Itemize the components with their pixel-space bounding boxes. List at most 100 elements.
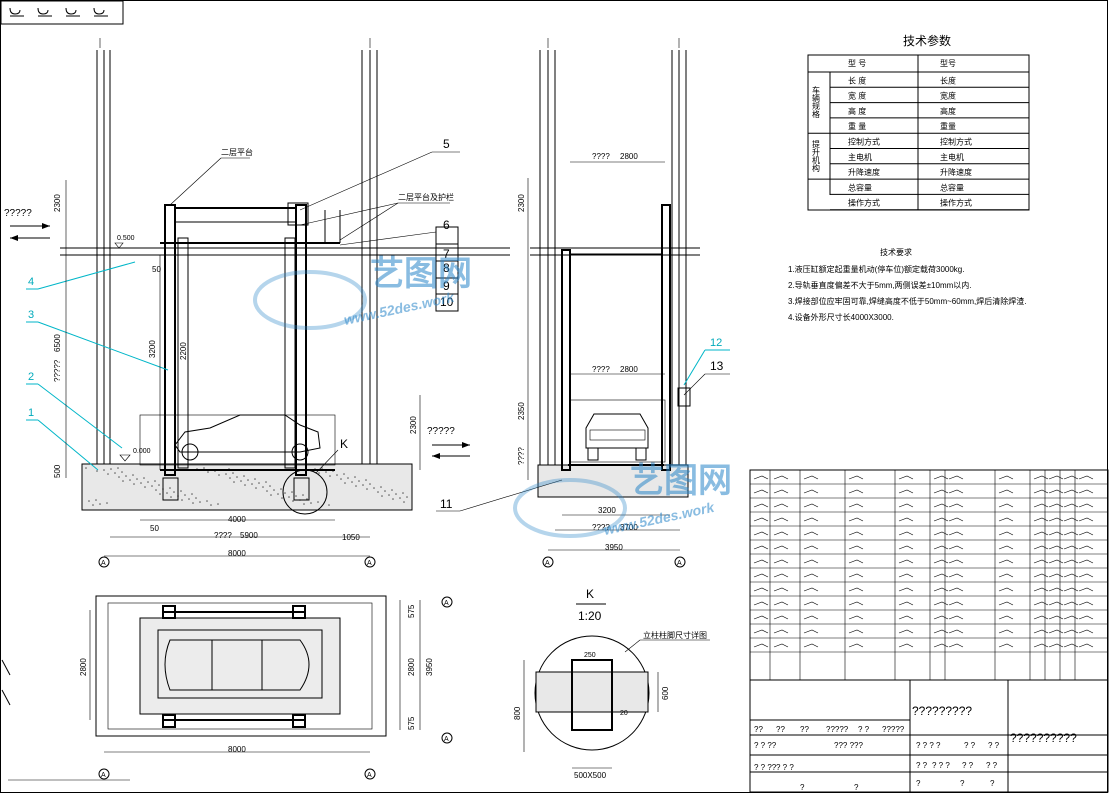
callout-1: 1 (28, 407, 34, 419)
dim-500: 500 (53, 464, 62, 478)
title-block-cell: ? ? (986, 761, 998, 770)
tech-row-label: 长 度 (848, 75, 866, 85)
detail-label: 立柱柱脚尺寸详图 (643, 630, 707, 640)
notes: 技术要求 1.液压缸额定起重量机动(停车位)额定载荷3000kg. 2.导轨垂直… (788, 247, 1026, 322)
dim-5900: 5900 (240, 531, 258, 540)
tech-row-label: 总容量 (848, 182, 872, 192)
dim-8000: 8000 (228, 549, 246, 558)
side-q3700: ???? (592, 523, 610, 532)
tech-header-0: 型 号 (848, 59, 866, 68)
tech-row-value: 总容量 (940, 182, 964, 192)
dim-50-top: 50 (152, 265, 161, 274)
svg-text:A: A (101, 560, 106, 567)
title-block-cell: ? ? (916, 761, 928, 770)
detail-d20: 20 (620, 710, 628, 717)
detail-d800: 800 (513, 706, 522, 720)
arrow-label-left: ????? (4, 208, 32, 219)
tech-row-label: 重 量 (848, 121, 866, 131)
hook-icon[interactable] (37, 7, 52, 17)
tech-row-label: 主电机 (848, 152, 872, 162)
plan-d575a: 575 (407, 604, 416, 618)
side-d2350: 2350 (517, 402, 526, 420)
bom-grid (749, 469, 1109, 681)
detail-d500x500: 500X500 (574, 771, 607, 780)
title-block-cell: ????? (826, 725, 849, 734)
side-d2800b: 2800 (620, 365, 638, 374)
note-3: 3.焊接部位应牢固可靠,焊缝高度不低于50mm~60mm,焊后清除焊渣. (788, 296, 1026, 306)
dim-50-bottom: 50 (150, 524, 159, 533)
detail-k-circle (282, 469, 328, 515)
plan-d8000: 8000 (228, 745, 246, 754)
detail-k: K 1:20 立柱柱脚尺寸详图 250 20 800 600 500X500 (513, 587, 710, 780)
title-block-cell: ? (854, 783, 859, 792)
dim-q-5900: ???? (214, 531, 232, 540)
section-mark-k: K (340, 437, 348, 451)
callout-10: 10 (440, 295, 454, 309)
title-block-cell: ? ? ? (932, 761, 950, 770)
callout-3: 3 (28, 309, 34, 321)
front-view: K ????? ????? 二层平台 二层平台及护栏 0.500 0.000 5 (4, 38, 510, 568)
elev-ground: 0.000 (133, 448, 151, 455)
svg-text:A: A (367, 560, 372, 567)
watermark-url-2: www.52des.work (602, 499, 716, 538)
plan-d2800: 2800 (79, 658, 88, 676)
tech-table-title: 技术参数 (903, 33, 951, 48)
side-d2300: 2300 (517, 194, 526, 212)
side-dq: ???? (517, 447, 526, 465)
title-block-cell: ? ? (988, 741, 1000, 750)
hook-icon[interactable] (65, 7, 80, 17)
svg-text:A: A (367, 772, 372, 779)
tech-row-label: 宽 度 (848, 91, 866, 101)
tech-row-value: 主电机 (940, 152, 964, 162)
car-front (585, 413, 649, 449)
side-q2800a: ???? (592, 152, 610, 161)
title-block-cell: ? ? (962, 761, 974, 770)
drawing-name: ????????? (912, 704, 972, 718)
elev-top: 0.500 (117, 235, 135, 242)
tech-group-1: 车辆规格 (812, 85, 821, 119)
title-block-cell: ? ? ? (776, 763, 794, 772)
car-side (174, 414, 321, 453)
plan-view: 2800 575 2800 575 3950 A A 8000 A A (79, 595, 453, 780)
title-block-cell: ? (960, 779, 965, 788)
tech-row-value: 宽度 (940, 91, 956, 101)
svg-text:A: A (101, 772, 106, 779)
tech-row-label: 升降速度 (848, 167, 880, 177)
lift-column-left (164, 204, 176, 476)
tech-row-label: 操作方式 (848, 198, 880, 208)
lift-column-right (295, 204, 307, 476)
tech-row-value: 操作方式 (940, 198, 972, 208)
hook-icon[interactable] (93, 7, 108, 17)
dim-q: ????? (53, 359, 62, 382)
dim-2200: 2200 (179, 342, 188, 360)
note-2: 2.导轨垂直度偏差不大于5mm,两侧误差±10mm以内. (788, 280, 972, 290)
callout-13: 13 (710, 359, 724, 373)
callout-2: 2 (28, 371, 34, 383)
side-d2800a: 2800 (620, 152, 638, 161)
watermark-1: 艺图网 www.52des.work (253, 255, 472, 330)
dim-6500: 6500 (53, 334, 62, 352)
tech-group-2: 提升机构 (812, 139, 821, 173)
dim-2300-right: 2300 (409, 416, 418, 434)
svg-text:A: A (444, 600, 449, 607)
svg-text:A: A (545, 560, 550, 567)
tech-header-1: 型号 (940, 59, 956, 68)
notes-title: 技术要求 (880, 247, 912, 257)
label-guardrail: 二层平台及护栏 (398, 192, 454, 202)
arrow-label-right: ????? (427, 426, 455, 437)
side-d3950: 3950 (605, 543, 623, 552)
hook-icon[interactable] (9, 7, 24, 17)
side-q2800b: ???? (592, 365, 610, 374)
tech-row-label: 控制方式 (848, 137, 880, 147)
title-block-cell: ? ? (964, 741, 976, 750)
tech-row-label: 高 度 (848, 106, 866, 116)
title-block-cell: ? (916, 779, 921, 788)
watermark-brand-1: 艺图网 (370, 255, 472, 293)
title-block-cell: ?? (754, 725, 763, 734)
dim-3200: 3200 (148, 340, 157, 358)
callout-9: 9 (443, 279, 450, 293)
tech-row-value: 升降速度 (940, 167, 972, 177)
callout-8: 8 (443, 261, 450, 275)
callout-4: 4 (28, 276, 34, 288)
detail-scale: 1:20 (578, 609, 602, 623)
